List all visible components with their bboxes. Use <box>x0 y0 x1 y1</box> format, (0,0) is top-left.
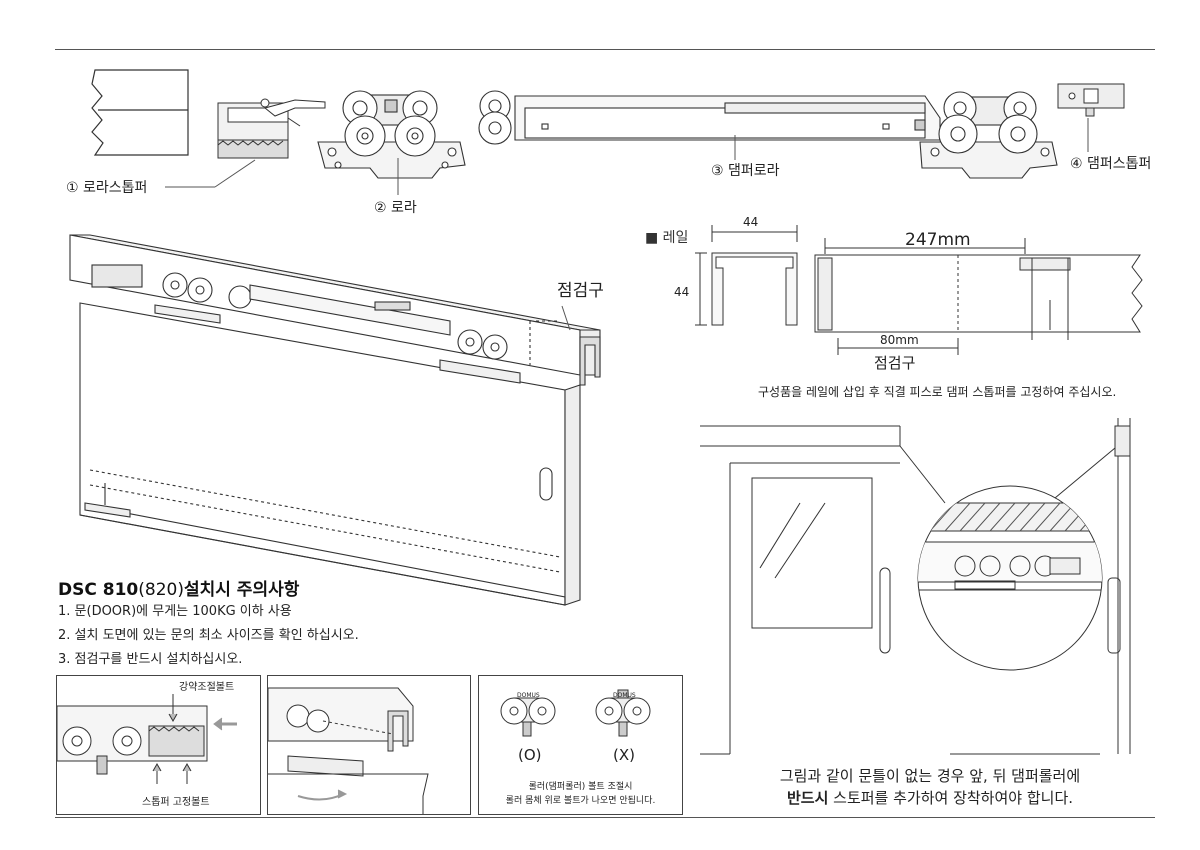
part-label-damper-stopper: ④ 댐퍼스톱퍼 <box>1070 156 1152 172</box>
inspection-label-side: 점검구 <box>874 354 916 372</box>
part-label-damper-roller: ③ 댐퍼로라 <box>711 163 780 179</box>
part-label-roller-stopper: ① 로라스톱퍼 <box>66 180 148 196</box>
instruction-item-3: 3. 점검구를 반드시 설치하십시오. <box>58 652 243 667</box>
wall-section-icon <box>91 69 189 156</box>
rail-profile-diagram <box>695 225 798 326</box>
door-note-line1: 그림과 같이 문틀이 없는 경우 앞, 뒤 댐퍼롤러에 <box>779 767 1081 785</box>
rail-install-note: 구성품을 레일에 삽입 후 직결 피스로 댐퍼 스톱퍼를 고정하여 주십시오. <box>758 385 1117 399</box>
door-isometric-diagram <box>69 234 601 606</box>
brand-label-ok: DOMUS <box>517 692 540 699</box>
detail-box-rail-insert <box>267 675 471 815</box>
detail-box-bolt-adjust: DOMUS DOMUS (O) (X) 롤러(댐퍼롤러) 볼트 조절시 롤러 몸… <box>478 675 683 815</box>
door-note-line2: 반드시 스토퍼를 추가하여 장착하여야 합니다. <box>700 787 1160 808</box>
rail-height-dim: 44 <box>674 285 690 299</box>
title-rest: 설치시 주의사항 <box>183 580 300 600</box>
bolt-note-1: 롤러(댐퍼롤러) 볼트 조절시 <box>528 782 633 792</box>
label-stopper-bolt: 스톱퍼 고정볼트 <box>142 797 210 808</box>
top-rule <box>55 49 1155 50</box>
inspection-label-main: 점검구 <box>557 281 604 301</box>
incorrect-mark: (X) <box>613 746 635 764</box>
door-frame-diagram <box>700 418 1131 755</box>
rail-side-diagram <box>814 238 1143 355</box>
damper-roller-icon <box>478 90 1058 179</box>
rail-length-dim: 247mm <box>905 230 971 250</box>
door-note-emphasis: 반드시 <box>786 789 829 807</box>
roller-stopper-icon <box>217 98 326 159</box>
damper-stopper-icon <box>1057 83 1125 117</box>
brand-label-ng: DOMUS <box>613 692 636 699</box>
door-note-rest: 스토퍼를 추가하여 장착하여야 합니다. <box>828 789 1074 807</box>
correct-mark: (O) <box>518 746 542 764</box>
label-strength-bolt: 강약조절볼트 <box>179 682 235 693</box>
title-model: DSC 810 <box>58 580 139 600</box>
bolt-adjust-diagram <box>500 689 651 737</box>
instruction-item-2: 2. 설치 도면에 있는 문의 최소 사이즈를 확인 하십시오. <box>58 628 359 643</box>
bolt-note-2: 롤러 몸체 위로 볼트가 나오면 안됩니다. <box>505 796 656 806</box>
inspection-length-dim: 80mm <box>880 333 919 347</box>
part-label-roller: ② 로라 <box>374 200 417 216</box>
rail-legend: ■ 레일 <box>645 230 689 246</box>
rail-width-dim: 44 <box>743 215 759 229</box>
title-model-alt: (820) <box>138 580 184 600</box>
bottom-rule <box>55 817 1155 818</box>
rail-insert-diagram <box>268 687 429 814</box>
stopper-bolts-diagram <box>57 694 237 784</box>
instruction-item-1: 1. 문(DOOR)에 무게는 100KG 이하 사용 <box>58 604 292 619</box>
roller-icon <box>317 90 466 179</box>
instructions-title: DSC 810(820)설치시 주의사항 <box>58 575 299 600</box>
detail-box-stopper-bolts: 강약조절볼트 스톱퍼 고정볼트 <box>56 675 261 815</box>
parts-illustration <box>91 69 1125 195</box>
